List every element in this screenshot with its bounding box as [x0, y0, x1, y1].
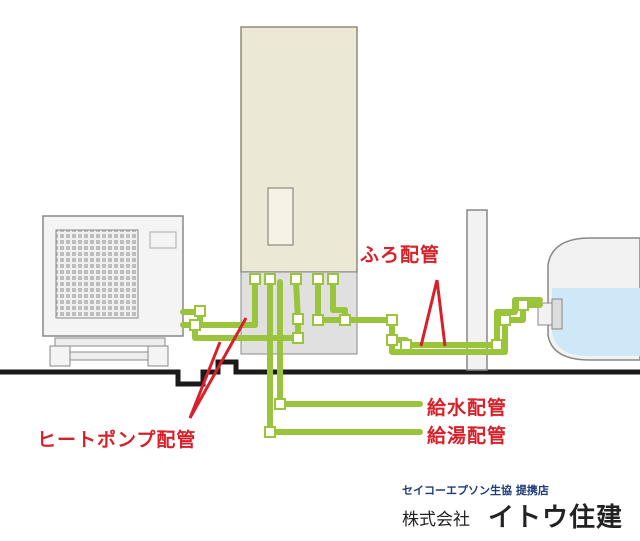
- water-supply-pipe-label: 給水配管: [427, 397, 508, 419]
- logo-name: イトウ住建: [488, 503, 624, 533]
- logo-corp: 株式会社: [402, 510, 470, 530]
- leader-lines: [188, 279, 447, 419]
- vertical-post: [466, 209, 488, 371]
- company-logo: セイコーエプソン生協 提携店 株式会社 イトウ住建: [310, 478, 640, 537]
- logo-subtitle: セイコーエプソン生協 提携店: [402, 484, 549, 497]
- bathtub: [537, 237, 640, 361]
- storage-tank-unit: [240, 26, 358, 355]
- heat-pump-unit: [42, 215, 184, 367]
- furo-pipe-label: ふろ配管: [360, 244, 441, 266]
- heat-pump-pipe-label: ヒートポンプ配管: [37, 429, 197, 451]
- ground-line: [0, 359, 640, 387]
- hot-water-pipe-label: 給湯配管: [427, 425, 508, 447]
- pipe-joints: [189, 273, 529, 438]
